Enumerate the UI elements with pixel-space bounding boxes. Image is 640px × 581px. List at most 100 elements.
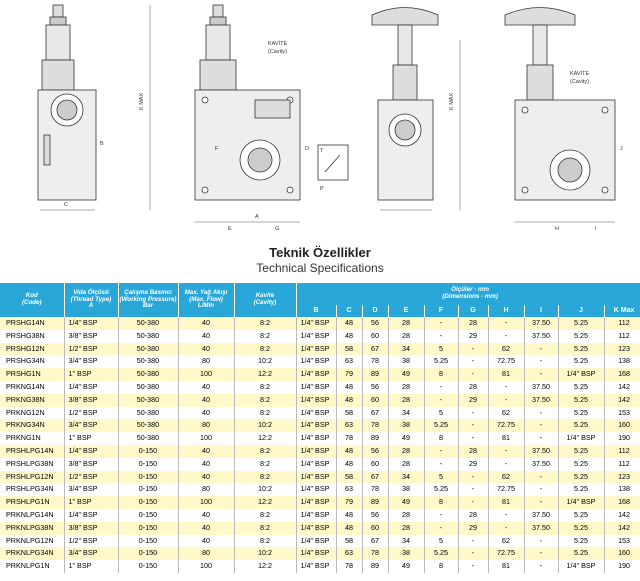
table-cell: -	[524, 406, 559, 420]
table-cell: 0-150	[118, 547, 179, 561]
table-cell: -	[424, 444, 459, 458]
table-cell: 28	[388, 317, 425, 330]
table-cell: 38	[388, 355, 425, 369]
table-cell: 67	[362, 406, 389, 420]
table-cell: PRSHG38N	[0, 329, 65, 343]
table-cell: PRKNLPG1N	[0, 560, 65, 573]
table-cell: 38	[388, 483, 425, 497]
table-cell: -	[524, 470, 559, 484]
table-cell: 50-380	[118, 406, 179, 420]
table-cell: 100	[178, 496, 235, 509]
table-cell: 1/4" BSP	[296, 496, 337, 509]
col-dim-k-max: K Max	[604, 305, 640, 317]
table-cell: 37.50	[524, 380, 559, 394]
table-cell: 1/2" BSP	[64, 534, 119, 548]
table-cell: 72.75	[488, 483, 525, 497]
table-cell: 50-380	[118, 329, 179, 343]
table-cell: 8:2	[234, 329, 297, 343]
table-cell: 8:2	[234, 380, 297, 394]
table-cell: 58	[336, 406, 363, 420]
col-debi: Max. Yağ Akışı(Max. Flow)L/Min	[178, 283, 235, 317]
table-cell: 8:2	[234, 521, 297, 535]
label-p: P	[320, 186, 324, 192]
table-cell: 8:2	[234, 406, 297, 420]
table-cell: 40	[178, 470, 235, 484]
table-cell: 56	[362, 444, 389, 458]
table-cell: -	[524, 355, 559, 369]
spec-table: Kod(Code) Vida Ölçüsü(Thread Type)A Çalı…	[0, 283, 640, 573]
table-cell: 1/4" BSP	[296, 380, 337, 394]
table-cell: 142	[604, 380, 640, 394]
table-cell: PRKNLPG14N	[0, 508, 65, 522]
table-cell: 29	[458, 329, 489, 343]
table-cell: 28	[458, 444, 489, 458]
table-cell: 49	[388, 496, 425, 509]
table-cell: PRKNLPG12N	[0, 534, 65, 548]
table-cell: 8	[424, 432, 459, 445]
table-cell: -	[458, 432, 489, 445]
table-cell: 5	[424, 406, 459, 420]
table-cell: 12:2	[234, 432, 297, 445]
col-dim-b: B	[296, 305, 337, 317]
table-cell: 10:2	[234, 483, 297, 497]
table-cell: 37.50	[524, 444, 559, 458]
table-cell: 1" BSP	[64, 432, 119, 445]
table-cell: 67	[362, 534, 389, 548]
table-cell: 5	[424, 470, 459, 484]
table-cell: 190	[604, 432, 640, 445]
table-cell: 28	[388, 457, 425, 471]
table-cell: 1/2" BSP	[64, 342, 119, 356]
table-cell: 142	[604, 393, 640, 407]
kavite-label-2: KAVİTE	[570, 70, 589, 77]
table-cell: 56	[362, 508, 389, 522]
table-cell: 50-380	[118, 317, 179, 330]
table-cell: 1/4" BSP	[296, 457, 337, 471]
table-cell: 1/4" BSP	[296, 534, 337, 548]
table-cell: 79	[336, 368, 363, 381]
table-cell: 37.50	[524, 329, 559, 343]
table-cell: 67	[362, 342, 389, 356]
table-cell: 60	[362, 393, 389, 407]
table-cell: 49	[388, 560, 425, 573]
table-cell: 123	[604, 342, 640, 356]
table-cell: 80	[178, 355, 235, 369]
table-cell: -	[424, 521, 459, 535]
table-cell: 8	[424, 496, 459, 509]
table-cell: 29	[458, 457, 489, 471]
label-k-max-2: K MAX	[449, 93, 455, 110]
table-cell: 1/4" BSP	[296, 483, 337, 497]
label-a: A	[255, 214, 259, 220]
table-cell: 1" BSP	[64, 368, 119, 381]
table-cell: 1/4" BSP	[296, 419, 337, 433]
table-cell: 38	[388, 547, 425, 561]
table-cell: 37.50	[524, 508, 559, 522]
table-cell: 40	[178, 444, 235, 458]
table-cell: 5.25	[558, 317, 605, 330]
table-cell: 8:2	[234, 393, 297, 407]
table-cell: 48	[336, 457, 363, 471]
table-cell: 62	[488, 534, 525, 548]
table-cell: 50-380	[118, 393, 179, 407]
table-cell: -	[424, 393, 459, 407]
table-cell: -	[488, 521, 525, 535]
table-cell: PRKNLPG38N	[0, 521, 65, 535]
table-cell: 28	[458, 380, 489, 394]
table-cell: 1/2" BSP	[64, 470, 119, 484]
table-cell: 138	[604, 483, 640, 497]
table-cell: 81	[488, 496, 525, 509]
table-cell: 0-150	[118, 534, 179, 548]
table-cell: 63	[336, 547, 363, 561]
table-cell: 8:2	[234, 534, 297, 548]
table-cell: 72.75	[488, 547, 525, 561]
label-k-max-1: K MAX	[139, 93, 145, 110]
label-h: H	[555, 226, 559, 232]
table-cell: 1/4" BSP	[296, 444, 337, 458]
table-cell: 3/8" BSP	[64, 521, 119, 535]
table-cell: 8:2	[234, 444, 297, 458]
table-cell: 29	[458, 393, 489, 407]
